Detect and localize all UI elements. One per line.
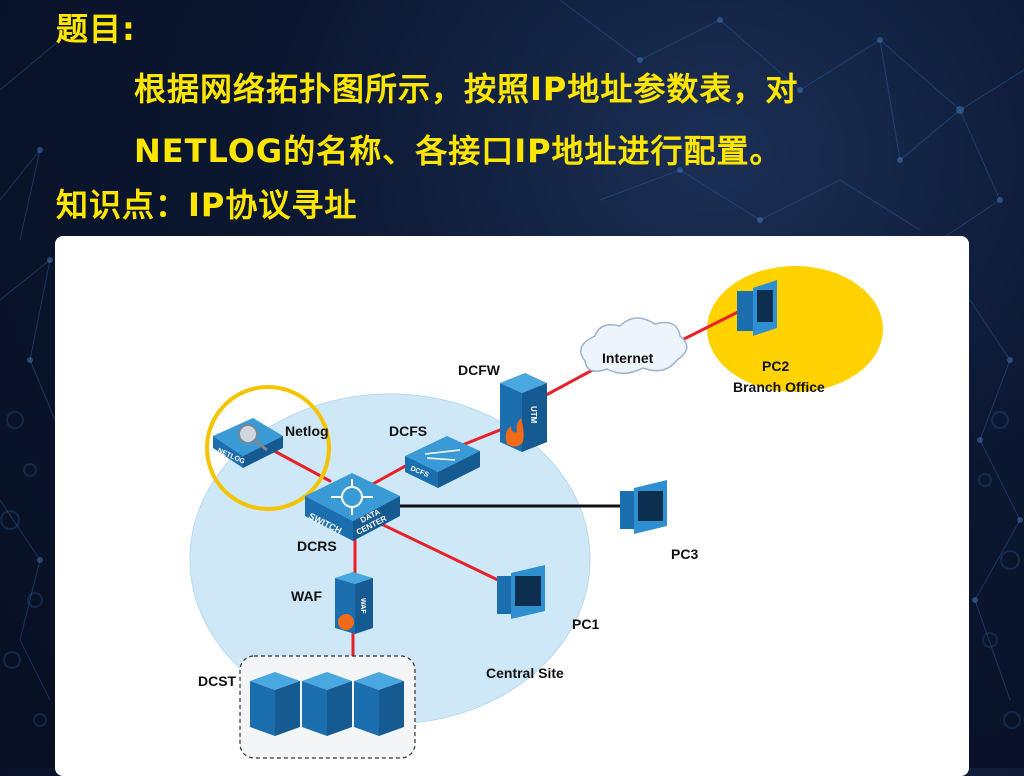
pc1-label: PC1: [572, 616, 599, 632]
knowledge-point: 知识点：IP协议寻址: [56, 186, 358, 224]
internet-label: Internet: [602, 350, 654, 366]
network-topology-diagram: NETLOG Netlog DCFS DCFS UTM DCFW Interne…: [189, 266, 883, 759]
central-site-label: Central Site: [486, 665, 564, 681]
question-line-2: NETLOG的名称、各接口IP地址进行配置。: [134, 132, 783, 170]
storage-server-3[interactable]: [354, 672, 404, 736]
storage-server-1[interactable]: [250, 672, 300, 736]
dcfs-label: DCFS: [389, 423, 427, 439]
storage-server-2[interactable]: [302, 672, 352, 736]
pc2-label: PC2: [762, 358, 789, 374]
dcfw-label: DCFW: [458, 362, 501, 378]
internet-cloud[interactable]: [580, 317, 688, 374]
waf-device-text: WAF: [359, 598, 366, 614]
waf-label: WAF: [291, 588, 323, 604]
fire-icon: [505, 418, 524, 447]
netlog-highlight-circle: [205, 385, 331, 511]
waf-device[interactable]: WAF: [335, 572, 373, 634]
dcrs-label: DCRS: [297, 538, 337, 554]
dcfs-device[interactable]: DCFS: [405, 436, 480, 488]
link-netlog-dcrs: [263, 444, 332, 483]
dcfw-device[interactable]: UTM: [500, 373, 547, 452]
pc3-device[interactable]: [620, 480, 667, 534]
dcfw-device-text: UTM: [529, 406, 538, 424]
pc2-device[interactable]: [737, 280, 777, 336]
question-line-1: 根据网络拓扑图所示，按照IP地址参数表，对: [134, 70, 799, 108]
dcst-label: DCST: [198, 673, 237, 689]
link-internet-pc2: [678, 309, 742, 343]
waf-fire-icon: [338, 614, 354, 630]
pc1-device[interactable]: [497, 565, 545, 619]
diagram-panel: NETLOG Netlog DCFS DCFS UTM DCFW Interne…: [55, 236, 969, 776]
netlog-device[interactable]: NETLOG: [213, 418, 283, 468]
link-dcrs-pc1: [373, 519, 502, 583]
question-heading: 题目:: [56, 10, 136, 48]
branch-office-zone: [707, 266, 883, 392]
magnifier-icon: [238, 424, 258, 444]
pc3-label: PC3: [671, 546, 698, 562]
netlog-label: Netlog: [285, 423, 329, 439]
pc2-sublabel: Branch Office: [733, 379, 825, 395]
